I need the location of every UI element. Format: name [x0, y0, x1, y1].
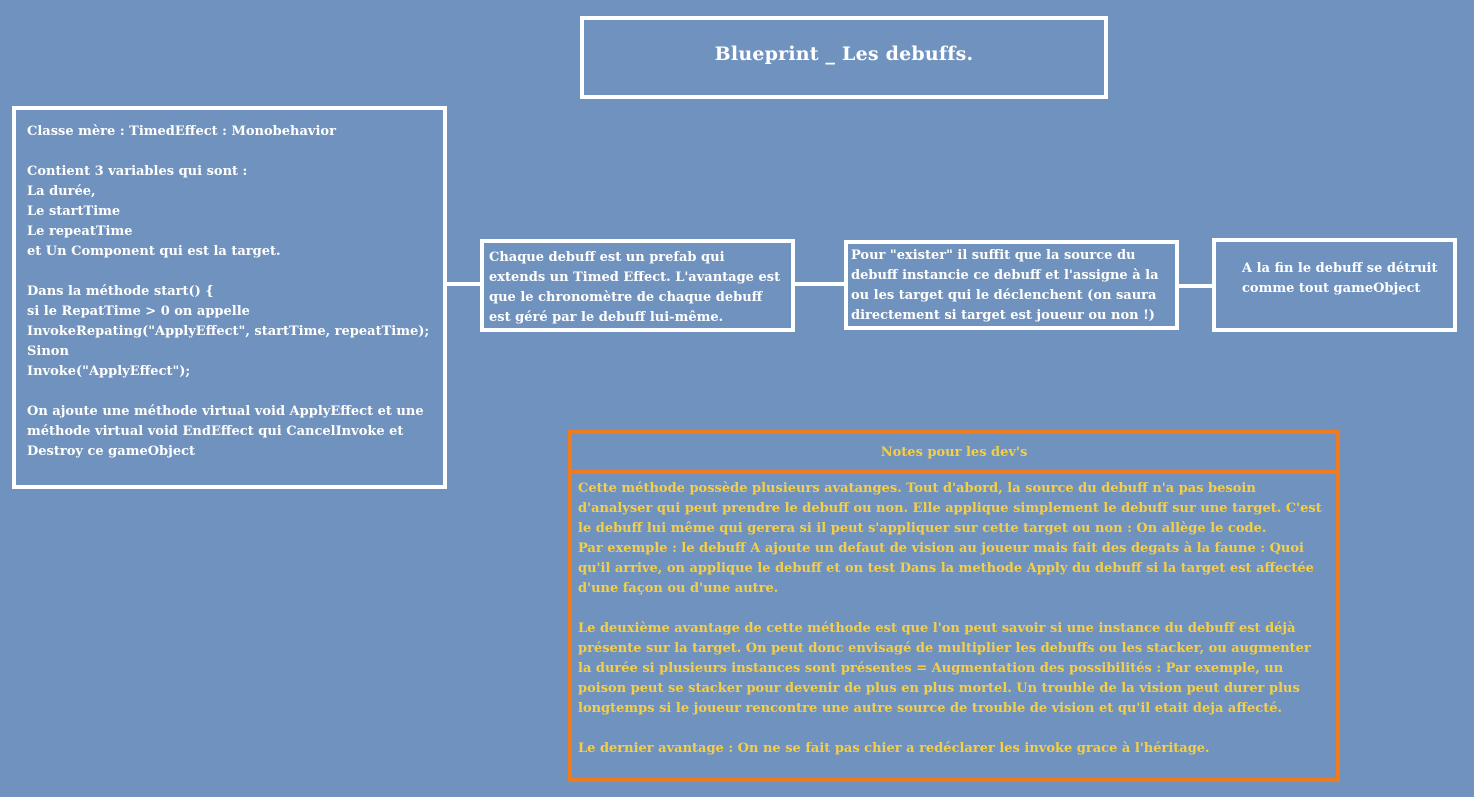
mother-class-line: et Un Component qui est la target. — [27, 244, 281, 259]
prefab-box: Chaque debuff est un prefab qui extends … — [480, 239, 795, 332]
prefab-text: Chaque debuff est un prefab qui extends … — [489, 250, 781, 325]
connector-line — [1179, 284, 1212, 288]
mother-class-line: On ajoute une méthode virtual void Apply… — [27, 404, 424, 459]
mother-class-line: Dans la méthode start() { — [27, 284, 214, 299]
mother-class-line: Invoke("ApplyEffect"); — [27, 364, 191, 379]
mother-class-line: Contient 3 variables qui sont : — [27, 164, 248, 179]
page-title: Blueprint _ Les debuffs. — [714, 42, 974, 65]
connector-line — [795, 282, 844, 286]
title-box: Blueprint _ Les debuffs. — [580, 16, 1108, 99]
dev-notes-header: Notes pour les dev's — [568, 434, 1340, 474]
dev-notes-box: Notes pour les dev's Cette méthode possè… — [568, 430, 1340, 782]
mother-class-line: InvokeRepating("ApplyEffect", startTime,… — [27, 324, 430, 339]
end-box: A la fin le debuff se détruit comme tout… — [1212, 238, 1457, 332]
notes-paragraph: Par exemple : le debuff A ajoute un defa… — [578, 541, 1314, 596]
end-text: A la fin le debuff se détruit comme tout… — [1242, 261, 1438, 296]
mother-class-line: Le repeatTime — [27, 224, 133, 239]
notes-paragraph: Le deuxième avantage de cette méthode es… — [578, 621, 1311, 716]
exist-box: Pour "exister" il suffit que la source d… — [844, 240, 1179, 330]
connector-line — [447, 282, 480, 286]
dev-notes-body: Cette méthode possède plusieurs avatange… — [572, 474, 1336, 759]
mother-class-line: si le RepatTime > 0 on appelle — [27, 304, 250, 319]
notes-paragraph: Le dernier avantage : On ne se fait pas … — [578, 741, 1210, 756]
mother-class-line: Classe mère : TimedEffect : Monobehavior — [27, 124, 336, 139]
mother-class-box: Classe mère : TimedEffect : Monobehavior… — [12, 106, 447, 489]
notes-paragraph: Cette méthode possède plusieurs avatange… — [578, 481, 1322, 536]
mother-class-line: Sinon — [27, 344, 69, 359]
exist-text: Pour "exister" il suffit que la source d… — [851, 248, 1159, 323]
mother-class-line: La durée, — [27, 184, 96, 199]
mother-class-line: Le startTime — [27, 204, 121, 219]
